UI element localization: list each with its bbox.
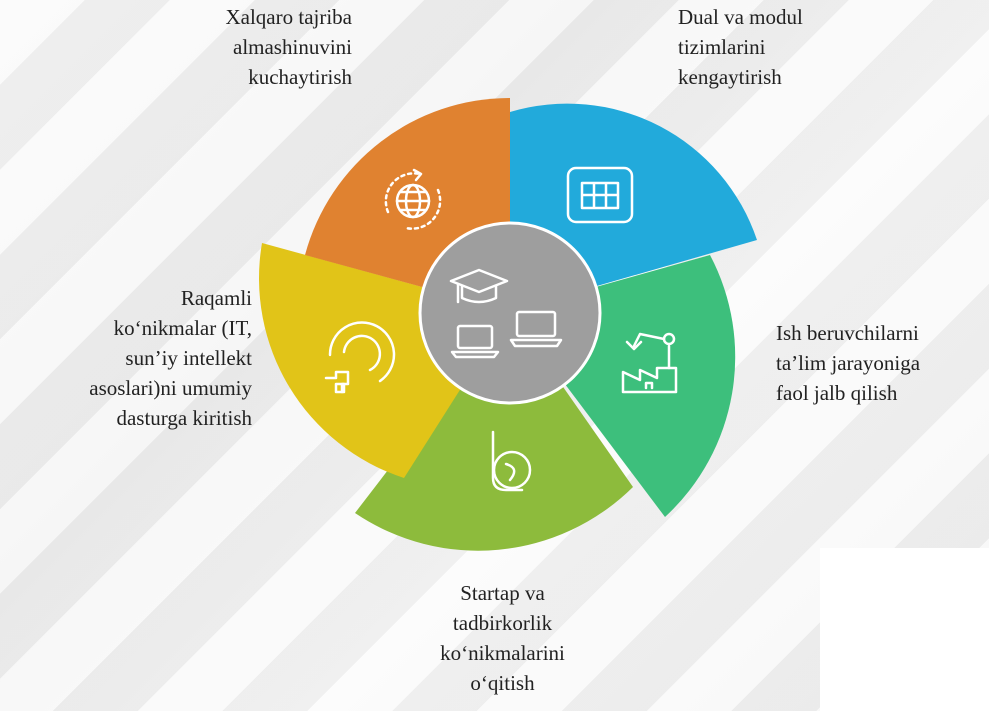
label-employers: Ish beruvchilarni ta’lim jarayoniga faol… [776,318,989,408]
label-line: sun’iy intellekt [125,346,252,370]
label-line: Dual va modul [678,5,803,29]
label-digital: Raqamli ko‘nikmalar (IT, sun’iy intellek… [0,283,252,433]
label-line: kuchaytirish [248,65,352,89]
label-line: Startap va [460,581,545,605]
label-line: ko‘nikmalar (IT, [113,316,252,340]
factory-robot-arm-icon [621,332,678,394]
label-line: tizimlarini [678,35,766,59]
label-line: dasturga kiritish [116,406,252,430]
label-line: Raqamli [180,286,252,310]
label-line: almashinuvini [233,35,352,59]
globe-refresh-icon [384,168,442,230]
label-line: o‘qitish [470,671,535,695]
graduation-laptops-icon [449,268,563,359]
label-line: kengaytirish [678,65,782,89]
label-line: ta’lim jarayoniga [776,351,921,375]
digital-circuit-icon [324,321,396,394]
center-circle [418,221,602,405]
label-dual: Dual va modul tizimlarini kengaytirish [678,2,898,92]
label-line: asoslari)ni umumiy [89,376,252,400]
grid-table-icon [566,166,634,224]
label-international: Xalqaro tajriba almashinuvini kuchaytiri… [120,2,352,92]
label-startup: Startap va tadbirkorlik ko‘nikmalarini o… [380,578,625,698]
label-line: ko‘nikmalarini [440,641,565,665]
segment-startup [355,311,633,551]
label-line: tadbirkorlik [452,611,553,635]
background-white-patch [820,548,989,711]
letter-b-icon [491,430,532,492]
label-line: Ish beruvchilarni [776,321,919,345]
label-line: faol jalb qilish [776,381,898,405]
label-line: Xalqaro tajriba [225,5,352,29]
